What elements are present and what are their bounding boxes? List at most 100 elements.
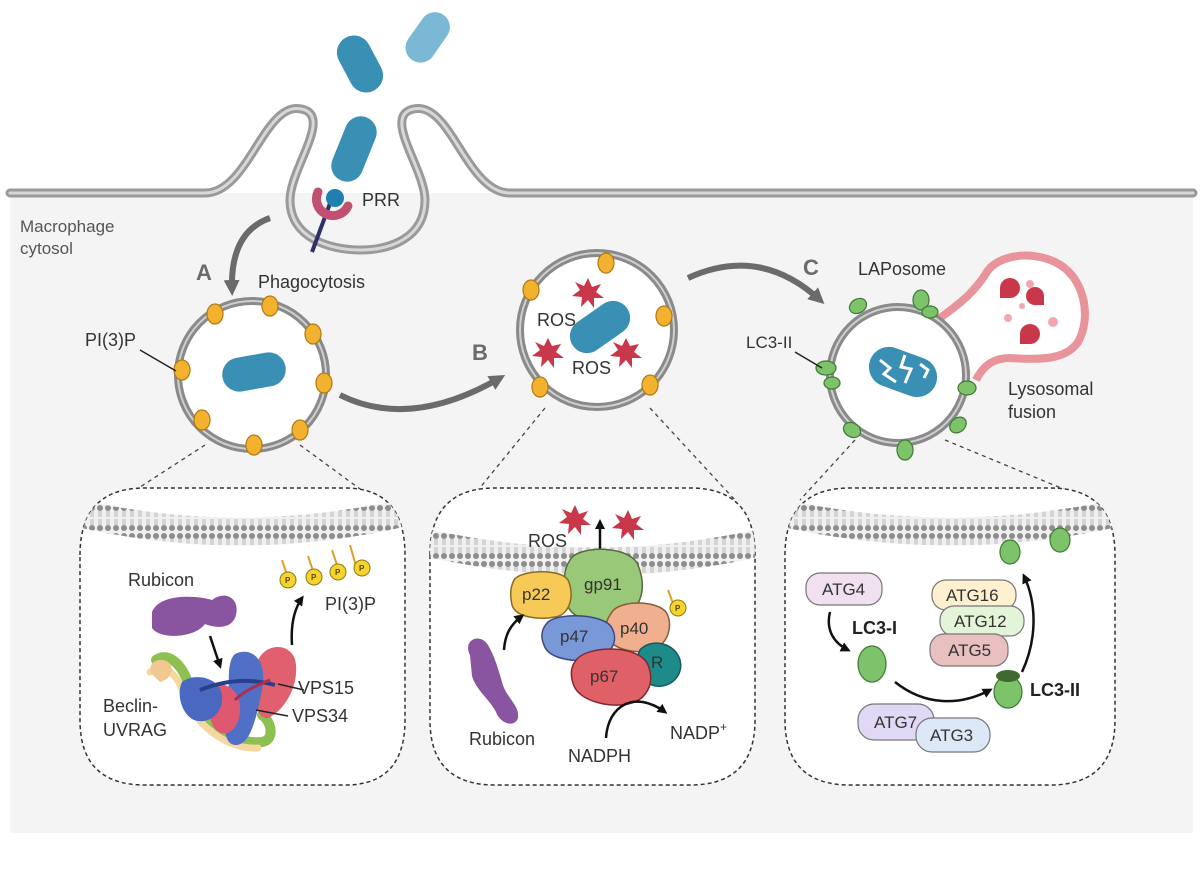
- enzyme-icon: [1000, 278, 1020, 298]
- p22-label: p22: [522, 585, 550, 604]
- vps15-label: VPS15: [298, 678, 354, 698]
- pi3p-lipid: [655, 305, 673, 327]
- pi3p-lipid: [193, 409, 211, 431]
- ros-star-icon: [612, 510, 644, 540]
- lc3-i-protein: [857, 645, 887, 683]
- pi3p-lipids: [173, 295, 333, 456]
- panel-b-ros-stars: [559, 505, 644, 540]
- bacterium-phagosome-a: [222, 352, 286, 392]
- atg16-label: ATG16: [946, 586, 999, 605]
- atg7-label: ATG7: [874, 713, 917, 732]
- vps34-label: VPS34: [292, 706, 348, 726]
- bacterium-phagosome-b: [569, 300, 631, 354]
- panel-a: P P P P PI(3)P Rubicon VPS15 VPS34 Becli…: [79, 487, 406, 786]
- degradation-cracks: [879, 354, 930, 384]
- atg3-box: [915, 717, 991, 753]
- ros-label-1: ROS: [537, 310, 576, 330]
- gp91-label: gp91: [584, 575, 622, 594]
- rubicon-protein-a: [152, 595, 237, 636]
- panel-a-pi3p-label: PI(3)P: [325, 594, 376, 614]
- step-a-label: A: [196, 260, 212, 285]
- bacterium-outside-1: [336, 35, 384, 93]
- lc3-ii-label: LC3-II: [746, 333, 792, 352]
- panel-c-lc3-ii-label: LC3-II: [1030, 680, 1080, 700]
- panel-a-arrow-rubicon: [208, 635, 223, 669]
- atg4-label: ATG4: [822, 580, 865, 599]
- pi3p-lipid: [531, 376, 549, 398]
- phosphate-label: P: [311, 573, 317, 582]
- panel-a-bilayer: [80, 495, 405, 546]
- beclin-label-1: Beclin-: [103, 696, 158, 716]
- phosphate-icon: [279, 571, 297, 589]
- ros-star-icon: [572, 278, 604, 308]
- nadp-superscript: +: [720, 720, 727, 734]
- lc3-ii-with-lipid: [993, 670, 1023, 709]
- step-c-label: C: [803, 255, 819, 280]
- beclin-uvrag-tan: [150, 659, 172, 682]
- lc3-protein: [896, 439, 914, 461]
- enzyme-icon: [1048, 317, 1058, 327]
- nadp-text: NADP: [670, 723, 720, 743]
- pi3p-lipid: [245, 434, 263, 456]
- lc3-i-label: LC3-I: [852, 618, 897, 638]
- prr-label: PRR: [362, 190, 400, 210]
- step-c-arrow: [686, 262, 825, 305]
- pi3p-label: PI(3)P: [85, 330, 136, 350]
- beclin-label-2: UVRAG: [103, 720, 167, 740]
- complex-linker: [199, 678, 276, 692]
- enzyme-icon: [1019, 303, 1025, 309]
- panel-b-rubicon-label: Rubicon: [469, 729, 535, 749]
- step-b-label: B: [472, 340, 488, 365]
- phosphate-label: P: [285, 576, 291, 585]
- nadph-label: NADPH: [568, 746, 631, 766]
- phosphate-icon: [353, 559, 371, 577]
- lc3-protein: [912, 289, 930, 311]
- vps15-protein: [254, 646, 297, 719]
- panel-b-ros-label: ROS: [528, 531, 567, 551]
- lysosomal-fusion-label-1: Lysosomal: [1008, 379, 1093, 399]
- panel-b-arrow-nadph: [604, 700, 668, 739]
- panel-a-frame: [79, 487, 406, 786]
- lysosomal-fusion-label-2: fusion: [1008, 402, 1056, 422]
- pi3p-lipid: [522, 279, 540, 301]
- r-label: R: [651, 653, 663, 672]
- p47-label: p47: [560, 627, 588, 646]
- phosphate-label: P: [675, 604, 681, 613]
- prr-receptor-stalk: [310, 197, 334, 253]
- pi3p-lipid: [315, 372, 333, 394]
- atg12-label: ATG12: [954, 612, 1007, 631]
- lc3-ii-pointer: [794, 351, 823, 369]
- ros-star-icon: [532, 338, 564, 368]
- ros-stars-b: [532, 278, 642, 368]
- vps34-pointer: [255, 709, 289, 717]
- laposome-label: LAPosome: [858, 259, 946, 279]
- panel-c: ATG4 LC3-I ATG16 ATG12 ATG5 LC3-II ATG7 …: [784, 487, 1116, 786]
- enzyme-icon: [1020, 324, 1040, 344]
- p67-label: p67: [590, 667, 618, 686]
- pi3p-lipids-b: [522, 252, 673, 398]
- lc3-protein: [999, 539, 1021, 565]
- lc3-ii-proteins: [815, 289, 977, 461]
- step-b-arrow: [338, 374, 506, 413]
- p40-label: p40: [620, 619, 648, 638]
- step-a-arrow: [223, 215, 272, 296]
- phagocytosis-label: Phagocytosis: [258, 272, 365, 292]
- pi3p-lipid: [261, 295, 279, 317]
- nadp-label: NADP+: [670, 720, 727, 743]
- enzyme-icon: [1026, 280, 1034, 288]
- lc3-protein: [957, 380, 977, 396]
- complex-linker-red: [233, 678, 271, 702]
- phagosome-b-inner-rim: [519, 252, 675, 408]
- phosphate-icon: [305, 568, 323, 586]
- beclin-blue: [179, 677, 223, 722]
- lc3-protein: [842, 421, 862, 439]
- lc3-protein: [848, 297, 868, 315]
- lc3-protein: [823, 376, 841, 390]
- degraded-bacterium: [868, 346, 938, 398]
- lysosome: [937, 251, 1089, 382]
- phosphate-label: P: [359, 564, 365, 573]
- pi3p-lipid: [597, 252, 615, 274]
- panel-c-arrow-lc3-conversion: [894, 681, 993, 703]
- plasma-membrane-inner: [8, 106, 1195, 252]
- ros-star-icon: [559, 505, 591, 535]
